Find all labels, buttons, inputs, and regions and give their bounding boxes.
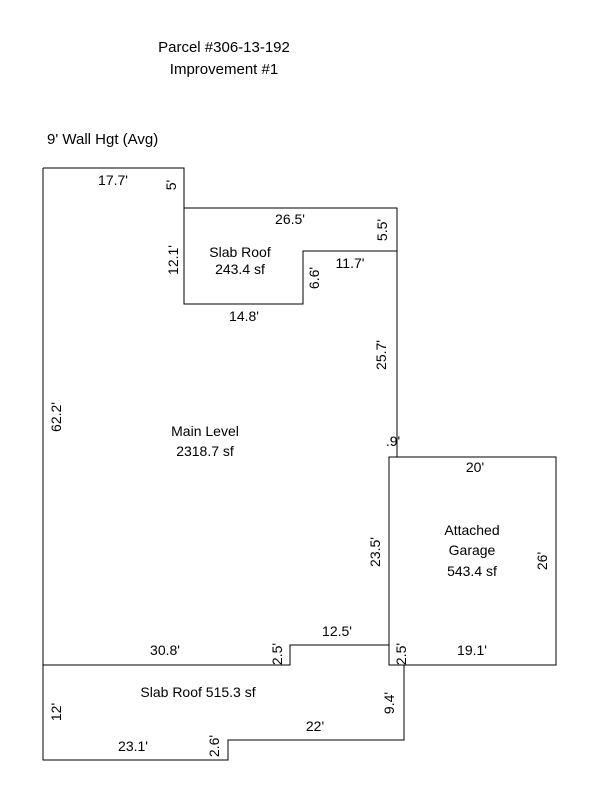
dim-slab-bottom: 14.8' xyxy=(229,308,259,324)
dim-lower-right: 9.4' xyxy=(381,692,397,714)
slab-roof-upper-outline xyxy=(183,208,397,305)
slab-roof-upper-area: 243.4 sf xyxy=(215,261,265,277)
wall-height-label: 9' Wall Hgt (Avg) xyxy=(47,131,158,148)
dim-main-top: 17.7' xyxy=(98,172,128,188)
slab-roof-upper-name: Slab Roof xyxy=(209,244,271,260)
dim-main-right-upper: 25.7' xyxy=(373,340,389,370)
improvement-title: Improvement #1 xyxy=(170,61,278,78)
dim-slab-inner-run: 11.7' xyxy=(336,255,365,271)
dim-lower-left: 12' xyxy=(48,703,64,721)
dim-slab-left: 12.1' xyxy=(165,245,181,275)
main-level-outline xyxy=(42,167,398,666)
dim-main-notch-drop: 5' xyxy=(163,180,179,190)
dim-lower-bottom: 23.1' xyxy=(118,738,148,754)
dim-main-bottom: 30.8' xyxy=(150,642,180,658)
dim-slab-right: 5.5' xyxy=(374,219,390,241)
dim-slab-top: 26.5' xyxy=(275,211,305,227)
dim-garage-left: 23.5' xyxy=(367,537,383,567)
garage-name-line2: Garage xyxy=(449,542,496,558)
dim-garage-step: 2.5' xyxy=(393,643,409,665)
dim-main-bottom-right: 12.5' xyxy=(322,623,352,639)
dim-lower-inner-run: 22' xyxy=(306,718,324,734)
dim-lower-step: 2.6' xyxy=(206,735,222,757)
parcel-title: Parcel #306-13-192 xyxy=(158,39,290,56)
dim-garage-right: 26' xyxy=(534,552,550,570)
slab-roof-lower-label: Slab Roof 515.3 sf xyxy=(140,684,255,700)
main-level-area: 2318.7 sf xyxy=(176,443,234,459)
dim-slab-inner-drop: 6.6' xyxy=(306,267,322,289)
slab-roof-lower-outline xyxy=(42,665,405,761)
garage-outline xyxy=(388,456,557,666)
dim-main-left: 62.2' xyxy=(48,402,64,432)
main-level-name: Main Level xyxy=(171,423,239,439)
dim-garage-bottom: 19.1' xyxy=(457,642,487,658)
dim-main-right-small: .9' xyxy=(386,433,400,449)
dim-garage-top: 20' xyxy=(466,459,484,475)
dim-main-step: 2.5' xyxy=(269,643,285,665)
garage-name-line1: Attached xyxy=(444,522,499,538)
garage-area: 543.4 sf xyxy=(447,563,497,579)
